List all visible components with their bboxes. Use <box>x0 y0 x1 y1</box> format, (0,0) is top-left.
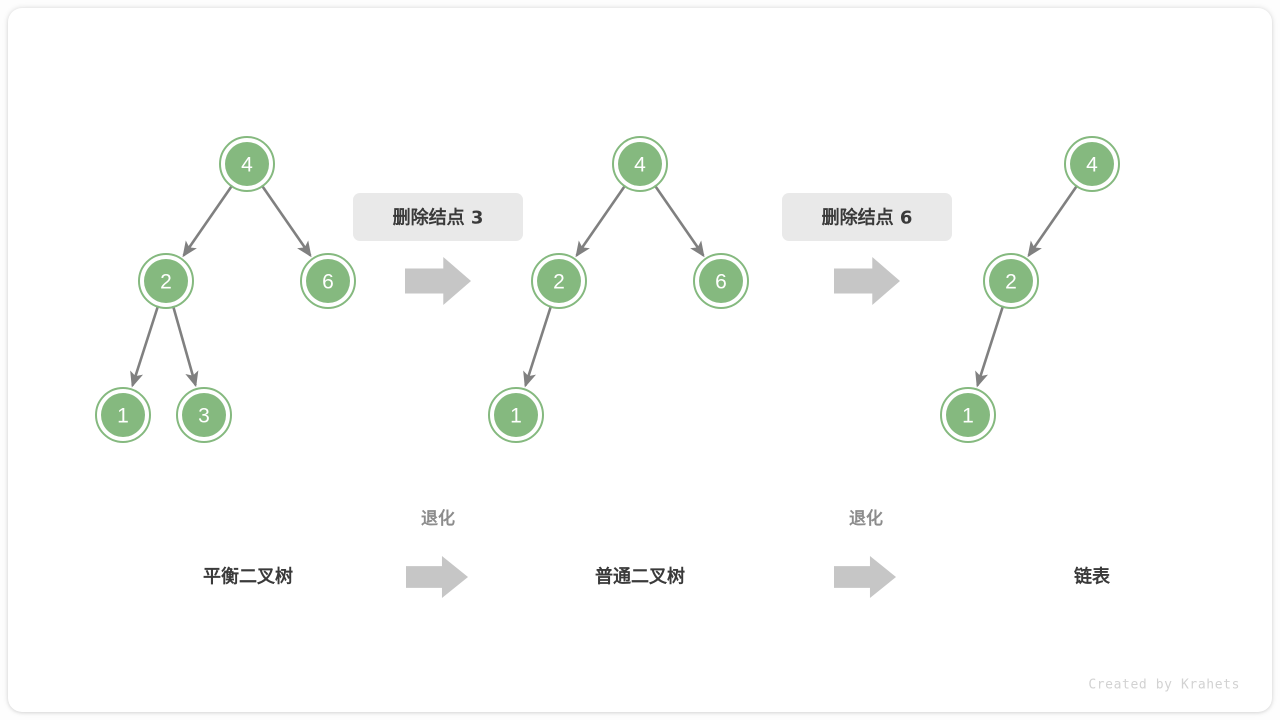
node-value-label: 3 <box>198 405 210 428</box>
node-body <box>946 393 990 437</box>
transition-block-arrow-icon <box>405 257 471 305</box>
node-outer-ring <box>612 136 668 192</box>
node-body <box>494 393 538 437</box>
node-value-label: 4 <box>1086 154 1098 177</box>
node-outer-ring <box>1064 136 1120 192</box>
tree-edge <box>575 184 627 258</box>
node-outer-ring <box>983 253 1039 309</box>
transition-block-arrow-icon <box>834 257 900 305</box>
node-outer-ring <box>488 387 544 443</box>
node-value-label: 2 <box>160 271 172 294</box>
node-value-label: 2 <box>1005 271 1017 294</box>
tree-node[interactable]: 4 <box>612 136 668 192</box>
tree-edge <box>130 305 160 388</box>
node-body <box>225 142 269 186</box>
bottom-captions-layer: 平衡二叉树 普通二叉树 链表 退化 退化 <box>203 508 1111 598</box>
operation-box <box>782 193 952 241</box>
node-body <box>618 142 662 186</box>
tree-node[interactable]: 1 <box>940 387 996 443</box>
tree-edge <box>182 184 234 258</box>
node-outer-ring <box>531 253 587 309</box>
node-body <box>182 393 226 437</box>
node-body <box>144 259 188 303</box>
tree-node[interactable]: 2 <box>138 253 194 309</box>
tree-edge <box>975 305 1005 388</box>
node-value-label: 1 <box>117 405 129 428</box>
node-value-label: 4 <box>634 154 646 177</box>
node-outer-ring <box>138 253 194 309</box>
tree-edge <box>260 184 312 258</box>
degrade-block-arrow-icon <box>406 556 468 598</box>
node-body <box>1070 142 1114 186</box>
tree-edges-layer <box>130 184 1079 388</box>
transition-delete-3: 删除结点 3 <box>353 193 523 305</box>
transitions-layer: 删除结点 3 删除结点 6 <box>353 193 952 305</box>
node-value-label: 6 <box>322 271 334 294</box>
tree-node[interactable]: 6 <box>693 253 749 309</box>
node-outer-ring <box>693 253 749 309</box>
tree-node[interactable]: 1 <box>95 387 151 443</box>
tree-node[interactable]: 6 <box>300 253 356 309</box>
tree-node[interactable]: 4 <box>1064 136 1120 192</box>
node-body <box>306 259 350 303</box>
transition-delete-6: 删除结点 6 <box>782 193 952 305</box>
stage-caption-stage-balanced: 平衡二叉树 <box>203 566 293 588</box>
tree-edge <box>171 305 199 388</box>
node-body <box>537 259 581 303</box>
node-value-label: 6 <box>715 271 727 294</box>
node-outer-ring <box>219 136 275 192</box>
node-body <box>101 393 145 437</box>
node-outer-ring <box>300 253 356 309</box>
node-value-label: 2 <box>553 271 565 294</box>
operation-label: 删除结点 6 <box>822 207 913 229</box>
degrade-label: 退化 <box>849 508 883 529</box>
node-body <box>989 259 1033 303</box>
node-value-label: 1 <box>510 405 522 428</box>
node-value-label: 4 <box>241 154 253 177</box>
tree-node[interactable]: 4 <box>219 136 275 192</box>
tree-node[interactable]: 2 <box>983 253 1039 309</box>
operation-box <box>353 193 523 241</box>
degrade-block-arrow-icon <box>834 556 896 598</box>
tree-node[interactable]: 2 <box>531 253 587 309</box>
operation-label: 删除结点 3 <box>393 207 484 229</box>
tree-edge <box>523 305 553 388</box>
tree-edge <box>1027 184 1079 258</box>
tree-node[interactable]: 3 <box>176 387 232 443</box>
tree-node[interactable]: 1 <box>488 387 544 443</box>
stage-caption-stage-ordinary: 普通二叉树 <box>595 566 685 588</box>
node-outer-ring <box>95 387 151 443</box>
degrade-2: 退化 <box>834 508 896 598</box>
node-value-label: 1 <box>962 405 974 428</box>
node-body <box>699 259 743 303</box>
tree-edge <box>653 184 705 258</box>
credit-watermark: Created by Krahets <box>1088 678 1240 693</box>
stage-caption-stage-linkedlist: 链表 <box>1074 566 1111 588</box>
node-outer-ring <box>940 387 996 443</box>
degrade-1: 退化 <box>406 508 468 598</box>
node-outer-ring <box>176 387 232 443</box>
tree-nodes-layer: 4 2 6 1 3 4 2 6 1 4 2 1 <box>95 136 1120 443</box>
degrade-label: 退化 <box>421 508 455 529</box>
figure-card <box>8 8 1272 712</box>
